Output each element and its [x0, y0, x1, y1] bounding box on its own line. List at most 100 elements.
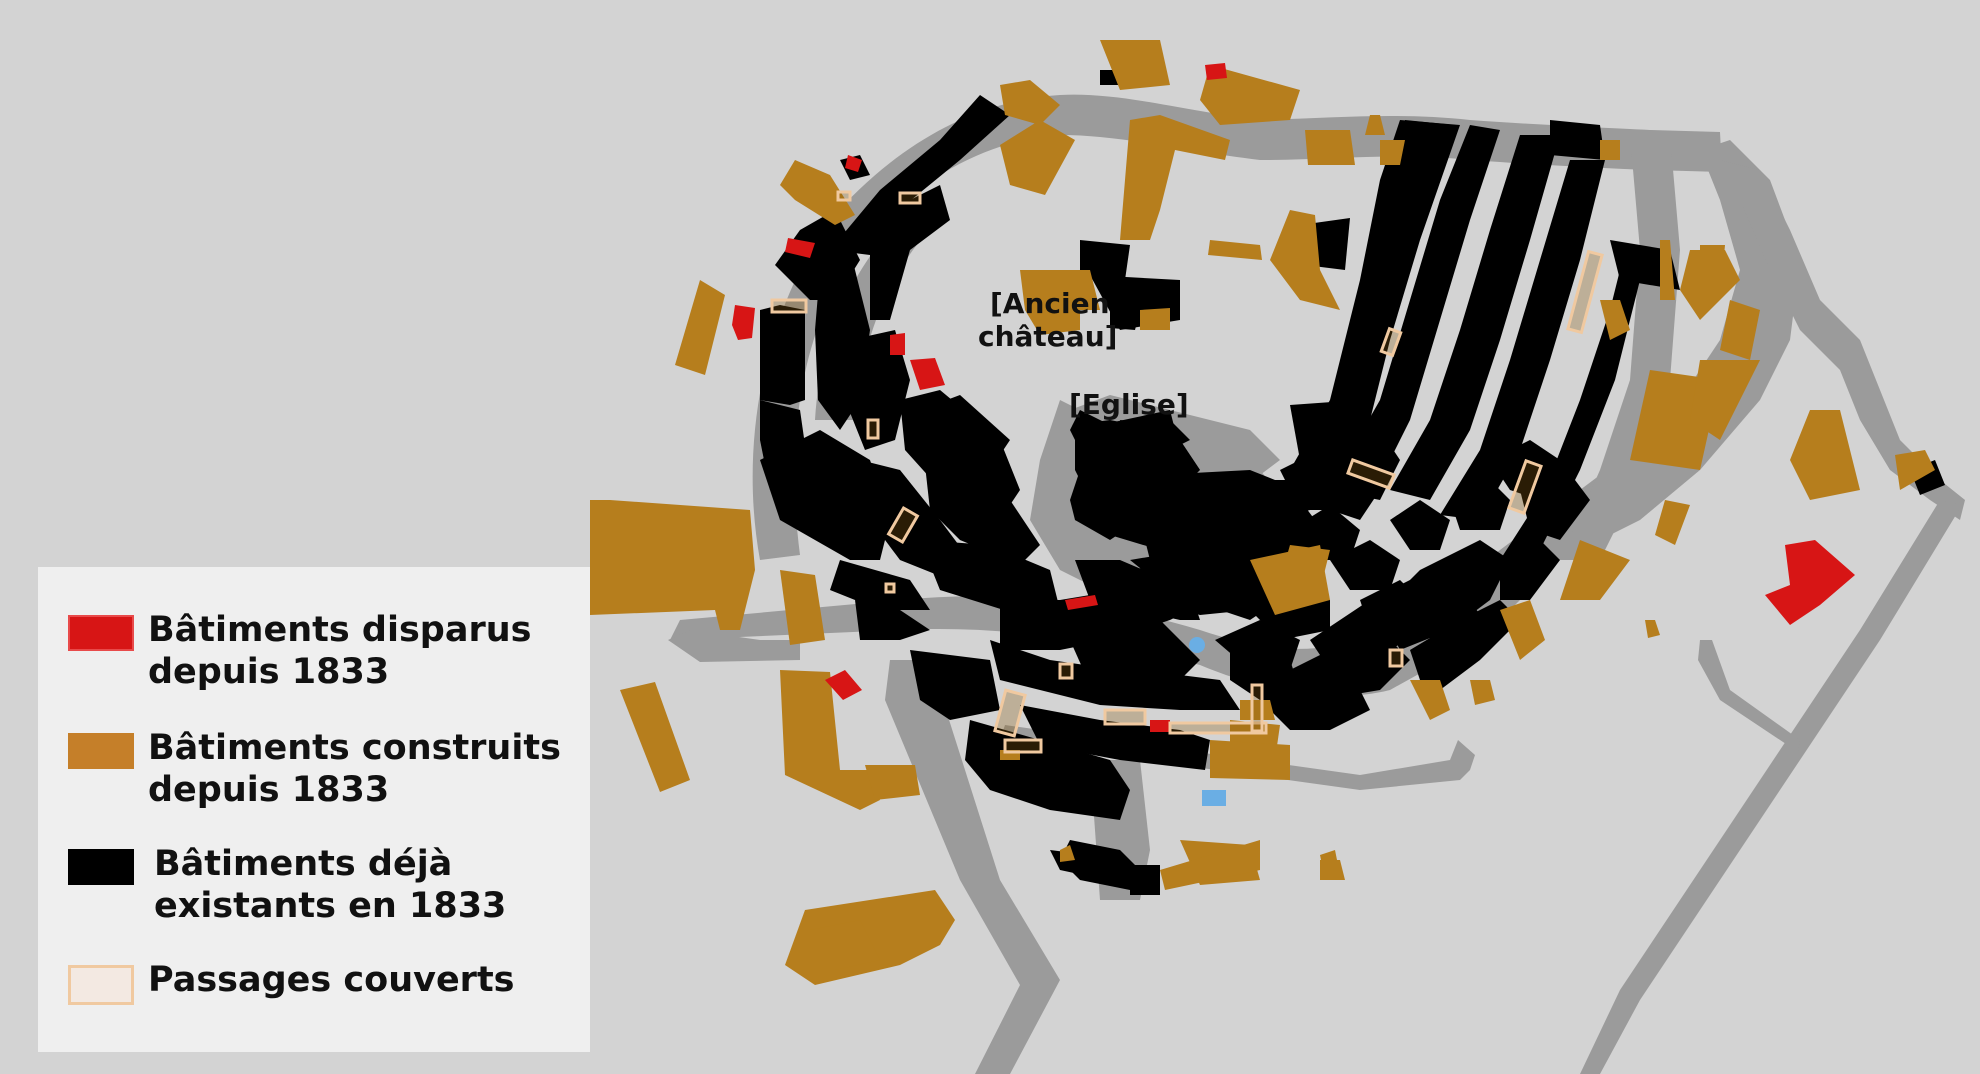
covered-passage	[1058, 662, 1074, 680]
building-disappeared	[1150, 720, 1170, 732]
building-existing	[830, 560, 930, 610]
building-existing	[1430, 600, 1490, 660]
building-existing	[920, 395, 1010, 470]
basin	[1202, 790, 1226, 806]
building-existing	[1130, 865, 1160, 895]
building-built	[1600, 300, 1630, 340]
building-existing	[1330, 540, 1400, 590]
label-eglise: [Eglise]	[1069, 388, 1189, 421]
building-existing	[1390, 135, 1560, 500]
building-existing	[1270, 480, 1310, 520]
building-built	[1070, 270, 1100, 310]
building-built	[1208, 240, 1262, 260]
legend-item-built: Bâtiments construits depuis 1833	[68, 727, 561, 811]
street-northeast	[1560, 135, 1680, 560]
building-existing	[1110, 305, 1140, 330]
building-disappeared	[825, 670, 862, 700]
building-built	[1240, 700, 1275, 720]
building-built	[780, 570, 825, 645]
building-built	[1790, 410, 1860, 500]
fountain	[1189, 637, 1205, 653]
building-built	[1250, 545, 1330, 615]
legend-existing-line1: Bâtiments déjà	[154, 844, 453, 884]
building-built	[1140, 308, 1170, 330]
building-built	[785, 890, 955, 985]
building-existing	[920, 540, 1060, 615]
covered-passage	[1346, 457, 1396, 491]
building-built	[1210, 740, 1290, 780]
building-existing	[870, 185, 950, 320]
legend-passages-line1: Passages couverts	[148, 960, 515, 1000]
label-ancien-chateau-line1: [Ancien	[990, 287, 1110, 320]
covered-passage	[1379, 326, 1403, 358]
building-existing	[1500, 270, 1640, 560]
building-built	[1660, 240, 1675, 300]
building-disappeared	[732, 305, 755, 340]
building-disappeared	[890, 333, 905, 355]
building-built	[1305, 130, 1355, 165]
covered-passage	[1507, 458, 1543, 516]
building-built	[1560, 540, 1630, 600]
legend-swatch-built	[68, 733, 134, 769]
building-existing	[1340, 125, 1500, 480]
legend-text-existing: Bâtiments déjà existants en 1833	[154, 843, 506, 927]
legend-disappeared-line2: depuis 1833	[148, 652, 390, 692]
building-built	[1060, 845, 1075, 862]
building-built	[1365, 115, 1385, 135]
legend: Bâtiments disparus depuis 1833 Bâtiments…	[38, 567, 590, 1052]
building-disappeared	[1765, 540, 1855, 625]
buildings-disappeared-since-1833	[732, 63, 1855, 732]
building-existing	[1230, 640, 1300, 700]
legend-disappeared-line1: Bâtiments disparus	[148, 610, 532, 650]
building-existing	[1440, 160, 1605, 520]
building-existing	[855, 600, 930, 640]
legend-swatch-disappeared	[68, 615, 134, 651]
building-built	[1120, 115, 1230, 240]
building-existing	[1390, 500, 1450, 550]
building-built	[620, 682, 690, 792]
legend-text-disappeared: Bâtiments disparus depuis 1833	[148, 609, 531, 693]
building-existing	[760, 305, 805, 405]
building-built	[810, 920, 880, 970]
building-existing	[1080, 240, 1130, 280]
building-existing	[1290, 505, 1360, 560]
building-disappeared	[1065, 595, 1098, 610]
covered-passage	[1003, 738, 1043, 754]
covered-passage	[1250, 683, 1264, 733]
covered-passage	[886, 505, 920, 545]
building-built	[780, 670, 880, 810]
legend-item-disappeared: Bâtiments disparus depuis 1833	[68, 609, 531, 693]
legend-swatch-existing	[68, 849, 134, 885]
building-built	[1720, 300, 1760, 360]
legend-existing-line2: existants en 1833	[154, 886, 507, 926]
building-built	[1320, 860, 1345, 880]
building-built	[1160, 840, 1260, 890]
legend-built-line2: depuis 1833	[148, 770, 390, 810]
legend-built-line1: Bâtiments construits	[148, 728, 561, 768]
building-existing	[760, 430, 890, 560]
building-built	[1000, 120, 1075, 195]
building-existing	[925, 465, 1040, 565]
building-existing	[1550, 120, 1605, 160]
building-disappeared	[785, 238, 815, 258]
building-built	[1680, 250, 1740, 320]
covered-passage	[884, 582, 896, 594]
building-built	[865, 765, 920, 800]
building-built	[1270, 210, 1340, 310]
street-east-edge	[1720, 160, 1965, 520]
covered-passage	[1566, 249, 1604, 335]
building-disappeared	[845, 155, 862, 172]
building-built	[780, 160, 855, 225]
label-ancien-chateau-line2: château]	[978, 320, 1117, 353]
street-west-entry	[668, 630, 800, 662]
legend-item-passages: Passages couverts	[68, 959, 515, 1005]
building-built	[1895, 450, 1935, 490]
street-east-branch	[1698, 640, 1800, 752]
street-outer-ring	[752, 94, 1722, 560]
legend-swatch-passages	[68, 965, 134, 1005]
building-existing	[910, 650, 1000, 720]
building-built	[1020, 270, 1080, 335]
building-built	[1470, 680, 1495, 705]
building-disappeared	[1205, 63, 1227, 80]
